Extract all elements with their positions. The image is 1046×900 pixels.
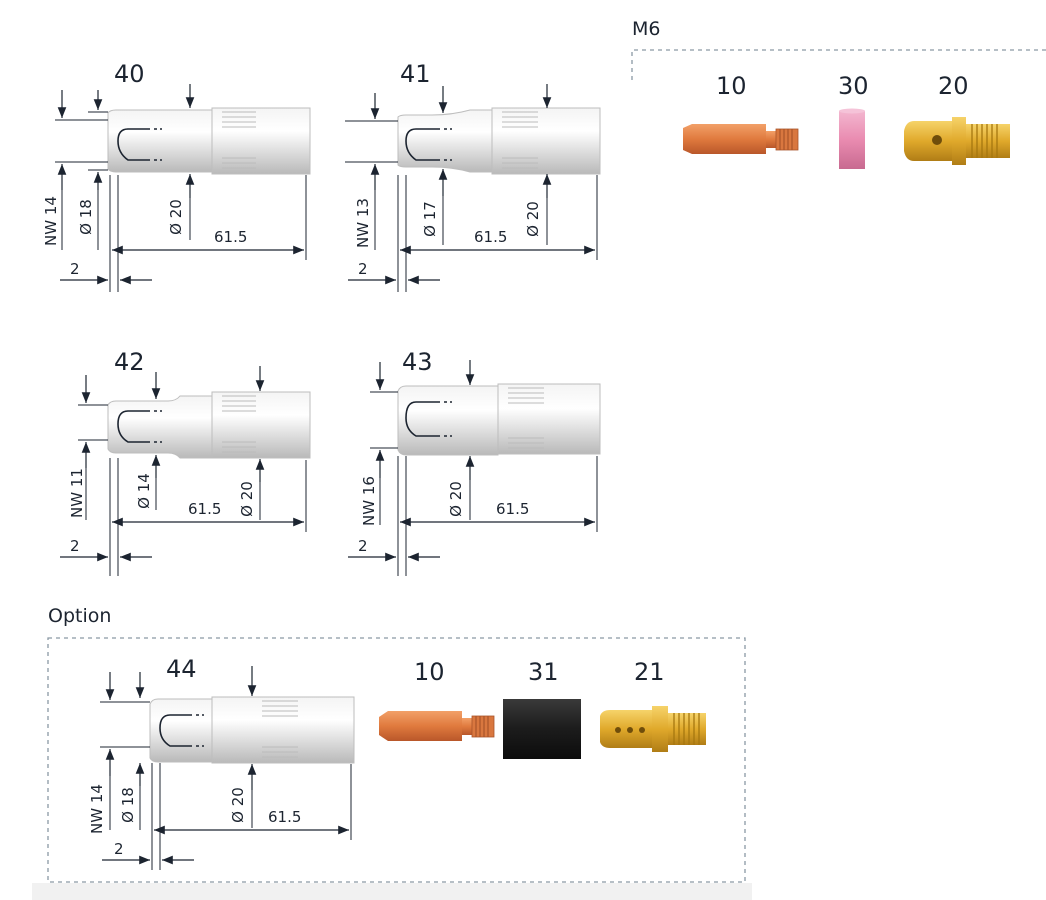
bottom-band	[32, 883, 752, 900]
brass-tip-holder-icon	[600, 706, 706, 752]
nozzle-41-offset: 2	[358, 260, 368, 278]
nozzle-44-d-outer: Ø 20	[228, 787, 247, 823]
option-part-label-1: 10	[414, 658, 445, 686]
nozzle-44-offset: 2	[114, 840, 124, 858]
contact-tip-icon	[379, 711, 495, 741]
nozzle-44-nw: NW 14	[87, 784, 106, 834]
nozzle-40-number: 40	[114, 60, 145, 88]
nozzle-42-length: 61.5	[188, 500, 222, 518]
nozzle-40-offset: 2	[70, 260, 80, 278]
nozzle-40-nw: NW 14	[41, 196, 60, 246]
brass-tip-holder-icon	[904, 117, 1010, 165]
nozzle-42	[60, 366, 311, 576]
option-part-label-2: 31	[528, 658, 559, 686]
nozzle-44	[100, 666, 355, 870]
nozzle-43-nw: NW 16	[359, 476, 378, 526]
option-part-label-3: 21	[634, 658, 665, 686]
nozzle-43-d-outer: Ø 20	[446, 481, 465, 517]
nozzle-40-length: 61.5	[214, 228, 248, 246]
m6-part-label-3: 20	[938, 72, 969, 100]
nozzle-40	[55, 84, 311, 292]
nozzle-40-d-inner: Ø 18	[76, 199, 95, 235]
contact-tip-icon	[683, 124, 799, 154]
nozzle-41-d-inner: Ø 17	[420, 201, 439, 237]
nozzle-41-length: 61.5	[474, 228, 508, 246]
nozzle-42-number: 42	[114, 348, 145, 376]
nozzle-43	[348, 360, 601, 576]
nozzle-41-nw: NW 13	[353, 198, 372, 248]
nozzle-44-d-inner: Ø 18	[118, 787, 137, 823]
nozzle-40-d-outer: Ø 20	[166, 199, 185, 235]
m6-part-label-1: 10	[716, 72, 747, 100]
nozzle-42-d-outer: Ø 20	[237, 481, 256, 517]
pink-insulator-icon	[839, 108, 865, 169]
nozzle-42-offset: 2	[70, 537, 80, 555]
black-insulator-icon	[503, 699, 581, 759]
nozzle-44-length: 61.5	[268, 808, 302, 826]
nozzle-41-number: 41	[400, 60, 431, 88]
nozzle-41-d-outer: Ø 20	[523, 201, 542, 237]
nozzle-42-d-inner: Ø 14	[134, 473, 153, 509]
m6-section-title: M6	[632, 18, 661, 40]
nozzle-43-length: 61.5	[496, 500, 530, 518]
nozzle-41	[345, 84, 601, 292]
m6-frame	[631, 49, 1046, 80]
nozzle-43-offset: 2	[358, 537, 368, 555]
m6-part-label-2: 30	[838, 72, 869, 100]
nozzle-42-nw: NW 11	[67, 468, 86, 518]
option-frame	[47, 637, 746, 883]
option-section-title: Option	[48, 605, 112, 627]
nozzle-43-number: 43	[402, 348, 433, 376]
nozzle-44-number: 44	[166, 655, 197, 683]
